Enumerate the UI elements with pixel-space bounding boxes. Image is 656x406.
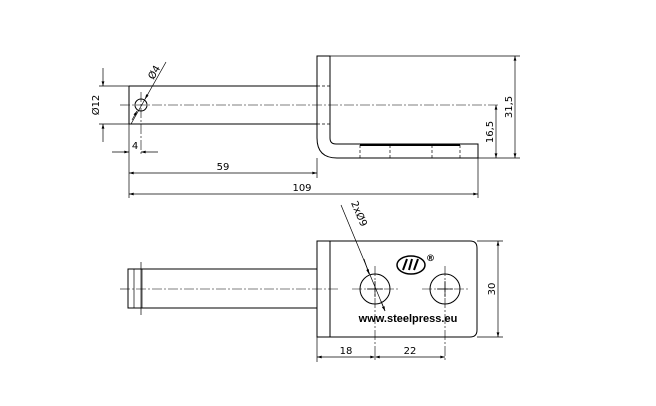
dim-overall-length: 109 [292, 183, 311, 194]
dim-hole-offset: 4 [132, 141, 138, 152]
dim-axis-height: 16,5 [485, 121, 496, 143]
pin [127, 268, 318, 309]
leader-line [340, 204, 386, 312]
dim-hole1-offset: 18 [340, 346, 353, 357]
dim-overall-height: 31,5 [504, 96, 515, 118]
bracket-plate [316, 240, 478, 338]
dim-mount-holes: 2xØ9 [348, 199, 369, 228]
steelpress-logo: ® [396, 254, 435, 275]
dim-hole-diameter: Ø4 [146, 63, 164, 81]
dim-pin-length: 59 [217, 162, 230, 173]
dim-hole-spacing: 22 [404, 346, 417, 357]
dim-pin-diameter: Ø12 [90, 95, 102, 116]
svg-text:®: ® [426, 254, 435, 264]
bracket-profile [316, 55, 479, 159]
plan-view: ® www.steelpress.eu 2xØ9 30 18 22 [120, 199, 503, 362]
dim-width: 30 [487, 283, 498, 296]
website-marking: www.steelpress.eu [358, 313, 458, 325]
side-view: Ø12 Ø4 4 59 109 16,5 31,5 [90, 55, 520, 198]
